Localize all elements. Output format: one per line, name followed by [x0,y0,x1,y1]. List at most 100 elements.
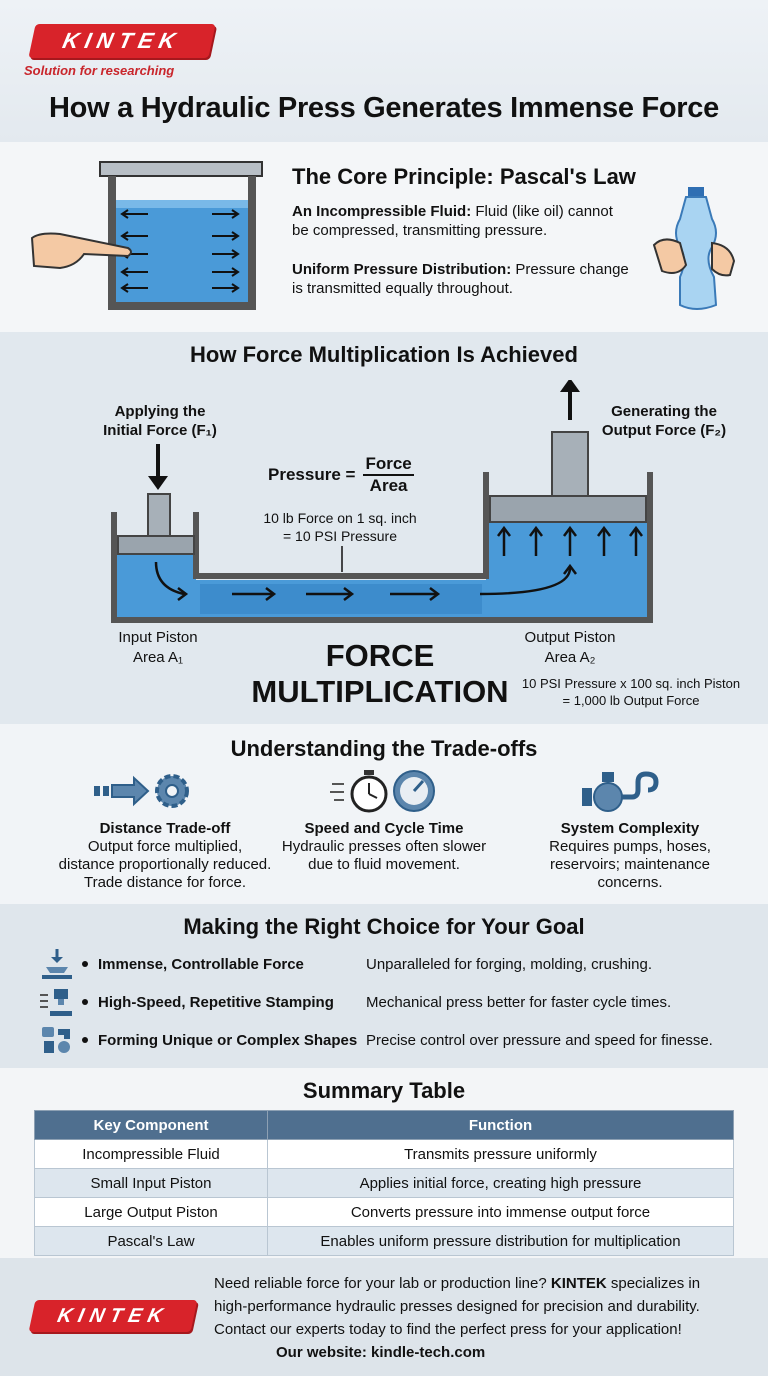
choice-row-stamping: High-Speed, Repetitive Stamping Mechanic… [40,987,740,1017]
table-row: Small Input Piston Applies initial force… [34,1168,734,1198]
input-piston-label-line2: Area A₁ [132,649,184,666]
output-piston-label-line1: Output Piston [524,629,616,646]
choice-goal-force: Immense, Controllable Force [98,955,304,973]
pressure-formula: Pressure = Force Area [268,454,414,496]
table-cell: Applies initial force, creating high pre… [267,1168,734,1198]
table-cell: Enables uniform pressure distribution fo… [267,1226,734,1256]
tradeoff-distance-line3: Trade distance for force. [83,874,247,891]
footer-logo-text: KINTEK [55,1304,171,1327]
formula-denominator: Area [369,476,408,495]
choice-band [0,904,768,1068]
output-force-result-line1: 10 PSI Pressure x 100 sq. inch Piston [521,676,741,691]
footer-line1-end: specializes in [606,1275,701,1292]
core-point-incompressible: An Incompressible Fluid: Fluid (like oil… [292,202,632,240]
tradeoff-distance-line2: distance proportionally reduced. [58,856,272,873]
pressure-example: 10 lb Force on 1 sq. inch = 10 PSI Press… [230,509,450,545]
tradeoff-complexity-line3: concerns. [597,874,663,891]
tradeoff-distance: Distance Trade-off Output force multipli… [20,820,310,892]
output-force-result: 10 PSI Pressure x 100 sq. inch Piston = … [508,675,754,709]
tradeoffs-heading: Understanding the Trade-offs [230,736,538,761]
table-row: Pascal's Law Enables uniform pressure di… [34,1226,734,1256]
input-force-label: Applying the Initial Force (F₁) [80,402,240,440]
table-cell: Large Output Piston [34,1197,268,1227]
table-cell: Pascal's Law [34,1226,268,1256]
page-title: How a Hydraulic Press Generates Immense … [49,92,719,124]
bullet [82,961,88,967]
input-piston-label: Input Piston Area A₁ [88,628,228,668]
logo-text: KINTEK [60,28,184,53]
complex-shapes-icon [42,1027,70,1053]
table-cell: Incompressible Fluid [34,1139,268,1169]
footer-website-link[interactable]: Our website: kindle-tech.com [276,1344,486,1361]
tradeoff-speed-title: Speed and Cycle Time [304,820,464,837]
core-point2-bold: Uniform Pressure Distribution: [292,261,512,278]
core-point-uniform: Uniform Pressure Distribution: Pressure … [292,260,632,298]
footer-line1: Need reliable force for your lab or prod… [214,1272,762,1295]
pump-hose-icon [582,771,659,812]
squeezed-bottle-icon [652,187,736,310]
footer-brand: KINTEK [550,1275,607,1292]
footer-line3: Contact our experts today to find the pe… [214,1321,682,1338]
table-header-component: Key Component [34,1110,268,1140]
footer-line1-start: Need reliable force for your lab or prod… [214,1275,551,1292]
table-cell: Transmits pressure uniformly [267,1139,734,1169]
bullet [82,999,88,1005]
input-force-label-line1: Applying the [114,403,206,420]
footer-line2: high-performance hydraulic presses desig… [214,1298,700,1315]
footer-kintek-logo: KINTEK [28,1300,198,1332]
tradeoff-complexity: System Complexity Requires pumps, hoses,… [520,820,740,892]
force-multiplication-line1: FORCE [325,638,435,673]
tradeoff-complexity-title: System Complexity [560,820,700,837]
choice-row-force: Immense, Controllable Force Unparalleled… [40,949,740,979]
tradeoff-speed: Speed and Cycle Time Hydraulic presses o… [254,820,514,874]
output-force-label-line1: Generating the [611,403,717,420]
summary-heading: Summary Table [302,1078,466,1103]
multiplication-heading: How Force Multiplication Is Achieved [190,342,578,367]
tradeoff-complexity-line1: Requires pumps, hoses, [549,838,711,855]
core-heading: The Core Principle: Pascal's Law [292,164,636,189]
tradeoff-distance-title: Distance Trade-off [99,820,231,837]
tradeoff-distance-line1: Output force multiplied, [87,838,243,855]
table-row: Incompressible Fluid Transmits pressure … [34,1139,734,1169]
tradeoff-speed-line2: due to fluid movement. [308,856,460,873]
press-down-icon [42,949,72,979]
output-piston-label-line2: Area A₂ [544,649,596,666]
input-piston-label-line1: Input Piston [118,629,198,646]
choice-desc-shapes: Precise control over pressure and speed … [366,1031,713,1049]
table-row: Large Output Piston Converts pressure in… [34,1197,734,1227]
tradeoff-speed-line1: Hydraulic presses often slower [281,838,487,855]
output-piston-label: Output Piston Area A₂ [500,628,640,668]
arrow-gear-icon [94,774,189,808]
formula-left: Pressure = [268,465,356,484]
header-band [0,0,768,142]
container-pressure-diagram [30,161,263,310]
formula-numerator: Force [363,454,414,476]
choice-goal-stamping: High-Speed, Repetitive Stamping [98,993,334,1011]
pressure-example-line2: = 10 PSI Pressure [282,528,397,544]
pressure-example-line1: 10 lb Force on 1 sq. inch [263,510,417,526]
summary-table: Key Component Function Incompressible Fl… [34,1110,734,1256]
kintek-logo: KINTEK [28,24,216,58]
choice-desc-force: Unparalleled for forging, molding, crush… [366,955,652,973]
choice-goal-shapes: Forming Unique or Complex Shapes [98,1031,358,1049]
bullet [82,1037,88,1043]
choice-desc-stamping: Mechanical press better for faster cycle… [366,993,672,1011]
core-point2-text: Pressure change is transmitted equally t… [292,261,629,297]
tradeoff-complexity-line2: reservoirs; maintenance [549,856,711,873]
table-header-function: Function [267,1110,734,1140]
output-force-label-line2: Output Force (F₂) [601,422,727,439]
output-force-label: Generating the Output Force (F₂) [584,402,744,440]
stopwatch-gauge-icon [330,770,435,813]
tradeoffs-band [0,724,768,904]
choice-row-shapes: Forming Unique or Complex Shapes Precise… [40,1025,740,1055]
formula-fraction: Force Area [363,454,414,496]
footer-text: Need reliable force for your lab or prod… [214,1272,762,1364]
output-force-result-line2: = 1,000 lb Output Force [562,693,700,708]
input-force-label-line2: Initial Force (F₁) [103,422,217,439]
table-cell: Converts pressure into immense output fo… [267,1197,734,1227]
core-point1-bold: An Incompressible Fluid: [292,203,472,220]
table-header-row: Key Component Function [34,1110,734,1140]
tagline: Solution for researching [24,63,175,78]
core-point1-text: Fluid (like oil) cannot be compressed, t… [292,203,613,239]
force-multiplication-title: FORCE MULTIPLICATION [250,638,510,710]
